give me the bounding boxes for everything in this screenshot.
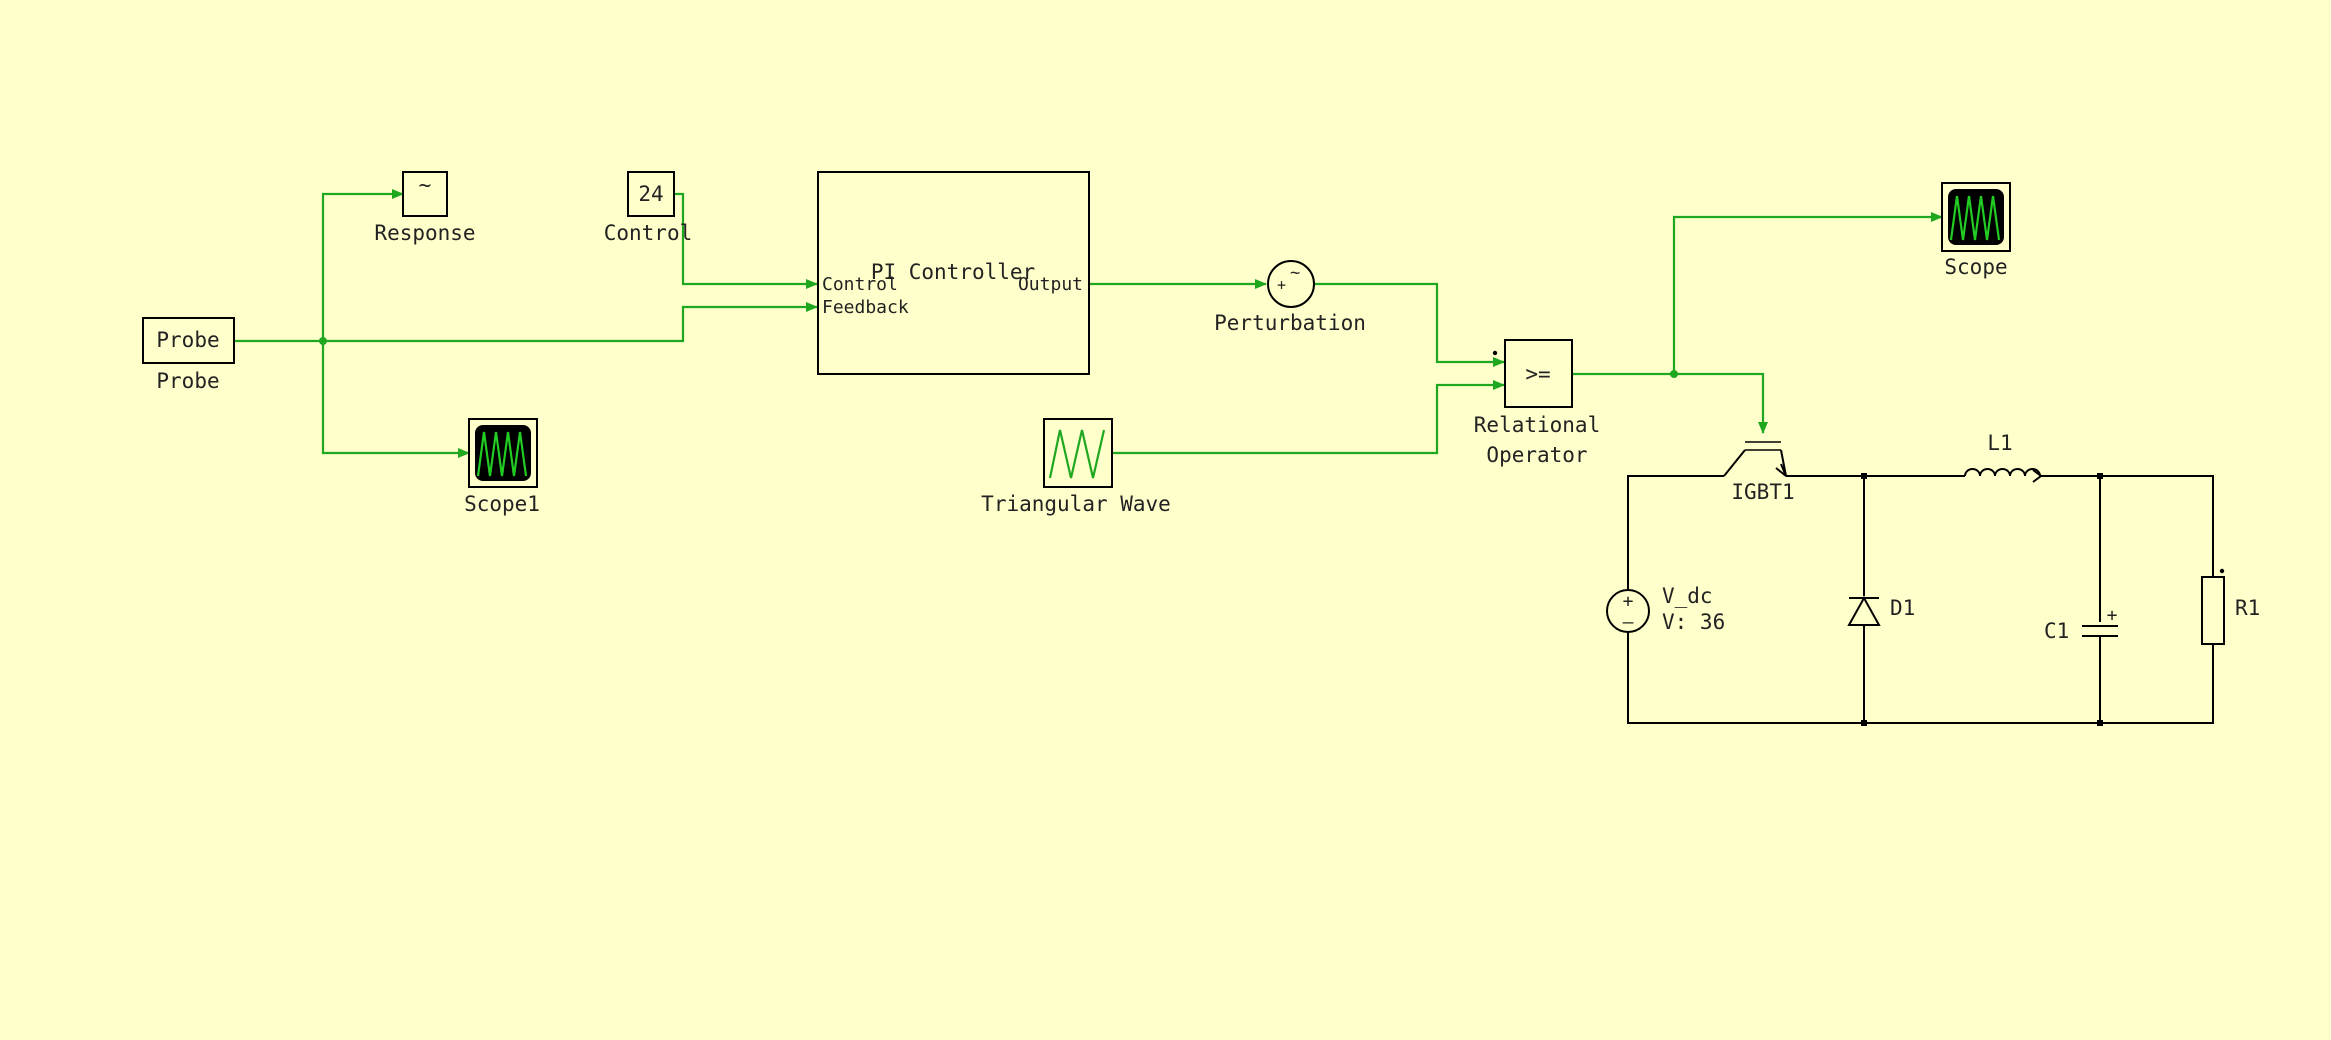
response-label: Response — [374, 221, 475, 245]
node-diode-bottom — [1861, 720, 1867, 726]
capacitor-label: C1 — [2044, 619, 2069, 643]
pi-port-feedback: Feedback — [822, 297, 909, 318]
probe-block-text: Probe — [156, 328, 219, 352]
voltage-source-plus: + — [1623, 591, 1634, 612]
resistor-label: R1 — [2235, 596, 2260, 620]
probe-label: Probe — [156, 369, 219, 393]
relational-operator-label-1: Relational — [1474, 413, 1600, 437]
wire-control-pi[interactable] — [674, 192, 818, 289]
wire-perturbation-relop[interactable] — [1315, 282, 1505, 367]
wire-probe-response[interactable] — [321, 189, 404, 341]
wire-probe-feedback[interactable] — [234, 302, 818, 343]
triangular-wave-label: Triangular Wave — [981, 492, 1171, 516]
relational-operator-symbol: >= — [1525, 362, 1550, 386]
resistor-component[interactable] — [2201, 568, 2225, 645]
scope1-label: Scope1 — [464, 492, 540, 516]
scope1-trace-icon — [476, 431, 528, 477]
diode-component[interactable] — [1847, 595, 1881, 626]
wire-relop-scope[interactable] — [1672, 212, 1943, 374]
scope-block[interactable] — [1941, 182, 2011, 252]
control-label: Control — [604, 221, 693, 245]
power-circuit-wires — [1627, 473, 2214, 726]
perturbation-block[interactable]: + ~ — [1267, 260, 1315, 308]
capacitor-component[interactable]: + — [2082, 605, 2118, 637]
scope-trace-icon — [1949, 195, 2001, 241]
wire-triangle-relop[interactable] — [1112, 380, 1505, 455]
pi-port-control: Control — [822, 274, 898, 295]
perturbation-label: Perturbation — [1214, 311, 1366, 335]
wire-relop-igbt[interactable] — [1572, 372, 1768, 434]
inductor-arrow-icon — [2032, 469, 2043, 483]
inductor-label: L1 — [1987, 431, 2012, 455]
relational-operator-label-2: Operator — [1486, 443, 1587, 467]
voltage-source-label: V_dc — [1662, 584, 1713, 608]
response-symbol: ~ — [419, 173, 432, 197]
inductor-component[interactable] — [1964, 468, 2043, 483]
capacitor-plus: + — [2107, 605, 2118, 626]
igbt-emitter-arrow-icon — [1775, 463, 1787, 477]
igbt-component[interactable] — [1723, 441, 1787, 477]
pi-controller-block[interactable]: PI Controller Control Feedback Output — [817, 171, 1090, 375]
control-value: 24 — [638, 182, 663, 206]
wire-top-left — [1627, 475, 1724, 590]
diode-label: D1 — [1890, 596, 1915, 620]
relational-operator-block[interactable]: >= — [1492, 339, 1573, 408]
scope1-block[interactable] — [468, 418, 538, 488]
wire-resistor-bottom — [1627, 632, 2214, 724]
pi-port-output: Output — [1018, 274, 1083, 295]
voltage-source-minus: – — [1623, 612, 1634, 633]
scope-label: Scope — [1944, 255, 2007, 279]
node-diode-top — [1861, 473, 1867, 479]
signal-junction-2 — [1670, 370, 1678, 378]
probe-block[interactable]: Probe — [142, 317, 235, 364]
signal-junction — [319, 337, 327, 345]
triangle-wave-icon — [1048, 429, 1106, 479]
control-constant-block[interactable]: 24 — [627, 171, 675, 217]
node-cap-top — [2097, 473, 2103, 479]
igbt-label: IGBT1 — [1731, 480, 1794, 504]
signal-wires — [234, 189, 1943, 458]
response-block[interactable]: ~ — [402, 171, 448, 217]
voltage-source-component[interactable]: + – — [1606, 589, 1650, 633]
wire-top-right — [2040, 475, 2214, 576]
perturbation-plus: + — [1277, 276, 1286, 294]
inductor-coil-icon — [1964, 468, 2041, 477]
wire-probe-scope1[interactable] — [321, 341, 470, 458]
node-cap-bottom — [2097, 720, 2103, 726]
triangular-wave-block[interactable] — [1043, 418, 1113, 488]
voltage-source-value: V: 36 — [1662, 610, 1725, 634]
pi-controller-title: PI Controller — [871, 260, 1035, 284]
perturbation-sine-icon: ~ — [1290, 263, 1300, 283]
